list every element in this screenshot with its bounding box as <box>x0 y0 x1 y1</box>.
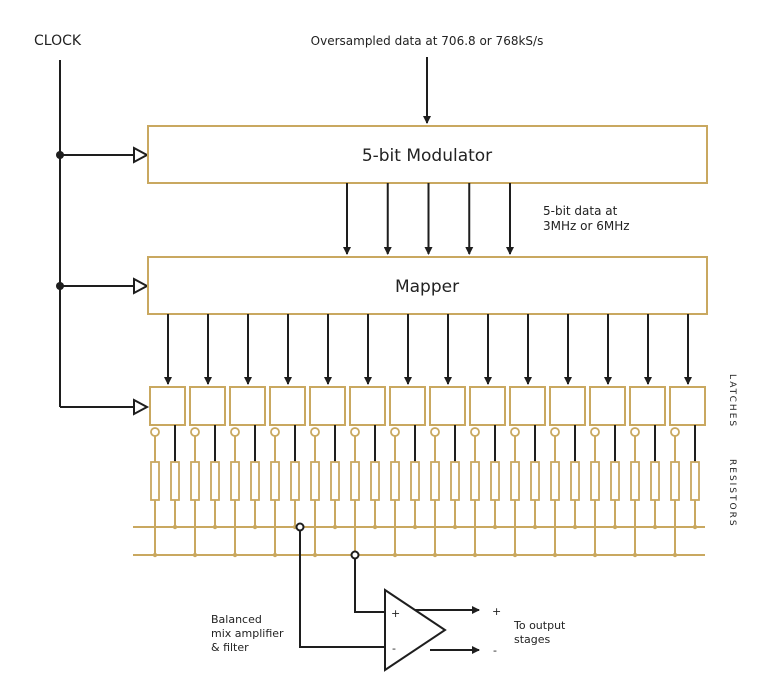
mid-data-label-line2: 3MHz or 6MHz <box>543 219 630 233</box>
resistor <box>310 461 320 501</box>
clock-input-triangles <box>133 146 150 416</box>
mapper-output-arrows <box>164 314 692 385</box>
latch-cell <box>309 386 346 426</box>
resistor <box>690 461 700 501</box>
latch-cell <box>189 386 226 426</box>
latch-cell <box>669 386 706 426</box>
mapper-label: Mapper <box>395 277 459 297</box>
modulator-output-arrows <box>343 183 514 255</box>
output-plus-label: + <box>492 605 501 618</box>
resistor <box>450 461 460 501</box>
latch-cell <box>509 386 546 426</box>
latch-inverted-output <box>230 427 240 437</box>
clock-line <box>59 60 134 408</box>
op-amp-minus-label: - <box>392 642 396 655</box>
output-arrows <box>415 606 480 654</box>
latch-cell <box>349 386 386 426</box>
latch-cell <box>589 386 626 426</box>
resistor <box>630 461 640 501</box>
resistor <box>150 461 160 501</box>
resistor <box>270 461 280 501</box>
latch-inverted-output <box>470 427 480 437</box>
resistors-label: RESISTORS <box>727 459 737 528</box>
resistor <box>170 461 180 501</box>
latch-cell <box>269 386 306 426</box>
amplifier-label-line3: & filter <box>211 641 249 654</box>
resistor <box>570 461 580 501</box>
resistor <box>490 461 500 501</box>
latch-cell <box>229 386 266 426</box>
amplifier-label-line2: mix amplifier <box>211 627 284 640</box>
latches-label: LATCHES <box>727 374 737 428</box>
resistor <box>510 461 520 501</box>
clock-label: CLOCK <box>34 33 82 49</box>
resistor <box>430 461 440 501</box>
resistor <box>390 461 400 501</box>
latch-inverted-output <box>670 427 680 437</box>
amplifier-input-wires <box>299 527 385 648</box>
op-amp-plus-label: + <box>391 607 400 620</box>
latch-cell <box>389 386 426 426</box>
output-label-line2: stages <box>514 633 551 646</box>
latch-inverted-output <box>390 427 400 437</box>
amplifier-label-line1: Balanced <box>211 613 262 626</box>
resistor <box>330 461 340 501</box>
resistor-array <box>150 425 700 558</box>
latch-cell <box>629 386 666 426</box>
resistor <box>590 461 600 501</box>
resistor <box>370 461 380 501</box>
latch-inverted-output <box>270 427 280 437</box>
op-amp-symbol <box>384 588 447 672</box>
summing-buses <box>133 526 705 556</box>
output-minus-label: - <box>493 644 497 657</box>
latch-inverted-output <box>510 427 520 437</box>
latch-array <box>149 386 706 426</box>
input-data-label: Oversampled data at 706.8 or 768kS/s <box>311 34 544 48</box>
clock-junction-dots <box>56 151 64 290</box>
modulator-label: 5-bit Modulator <box>362 146 492 166</box>
resistor <box>350 461 360 501</box>
latch-cell <box>469 386 506 426</box>
resistor <box>230 461 240 501</box>
resistor <box>290 461 300 501</box>
resistor <box>210 461 220 501</box>
resistor <box>470 461 480 501</box>
latch-inverted-output <box>550 427 560 437</box>
latch-cell <box>149 386 186 426</box>
latch-inverted-output <box>310 427 320 437</box>
latch-inverted-output <box>350 427 360 437</box>
resistor <box>250 461 260 501</box>
latch-inverted-output <box>150 427 160 437</box>
mid-data-label-line1: 5-bit data at <box>543 204 618 218</box>
resistor <box>410 461 420 501</box>
latch-cell <box>429 386 466 426</box>
resistor <box>610 461 620 501</box>
latch-inverted-output <box>430 427 440 437</box>
latch-inverted-output <box>630 427 640 437</box>
bus-tap-dots <box>295 522 360 560</box>
resistor <box>670 461 680 501</box>
resistor <box>190 461 200 501</box>
latch-cell <box>549 386 586 426</box>
resistor <box>550 461 560 501</box>
output-label-line1: To output <box>513 619 566 632</box>
latch-inverted-output <box>190 427 200 437</box>
mapper-block <box>147 256 708 315</box>
latch-inverted-output <box>590 427 600 437</box>
resistor <box>650 461 660 501</box>
resistor <box>530 461 540 501</box>
